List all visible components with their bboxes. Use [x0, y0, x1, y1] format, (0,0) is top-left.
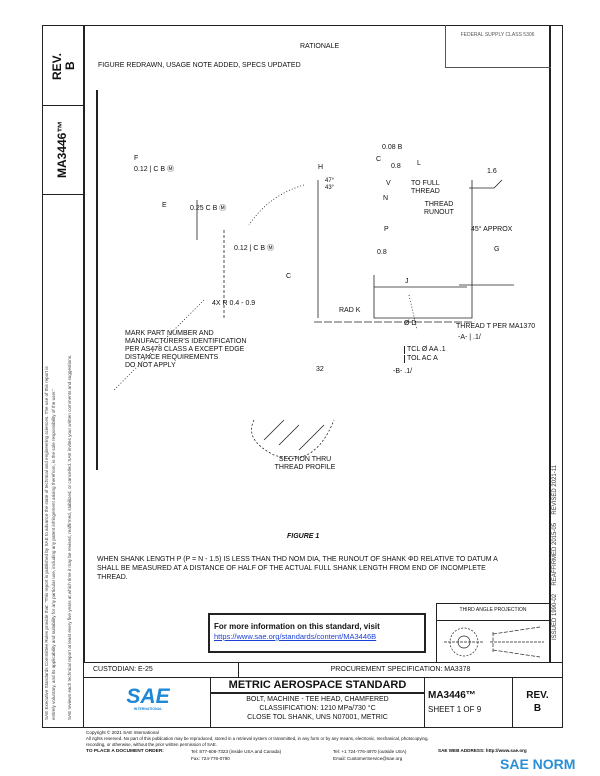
- frame-divider-left: [83, 25, 85, 662]
- label-datum-b: -B- .1/: [393, 368, 413, 375]
- rev-value: B: [533, 703, 542, 714]
- label-tcl-2: TOL AC A: [404, 355, 438, 364]
- sae-norm-watermark: SAE NORM: [500, 756, 576, 772]
- label-thread-t: THREAD T PER MA1370: [456, 323, 536, 330]
- tol-012: 0.12 | C B Ⓜ: [234, 245, 274, 252]
- label-datum-a: -A- | .1/: [458, 334, 481, 341]
- left-rev-value: B: [63, 61, 77, 70]
- leader-mark: [113, 299, 205, 391]
- label-45-approx: 45° APPROX: [471, 226, 513, 233]
- footer-rights-2: recording, or otherwise, without the pri…: [86, 742, 218, 747]
- fsc-box: [445, 25, 551, 68]
- info-link[interactable]: https://www.sae.org/standards/content/MA…: [214, 632, 377, 641]
- left-docnum-box: [42, 105, 84, 195]
- projection-divider: [436, 620, 550, 621]
- section-thread: [251, 419, 335, 459]
- left-doc-number: MA3446™: [55, 120, 69, 178]
- standard-title: METRIC AEROSPACE STANDARD: [228, 679, 407, 691]
- sae-logo-subtext: INTERNATIONAL: [133, 707, 163, 711]
- revision-history: ISSUED 1990-02 REAFFIRMED 2015-05 REVISE…: [552, 465, 558, 640]
- rationale-text: FIGURE REDRAWN, USAGE NOTE ADDED, SPECS …: [98, 62, 301, 69]
- disclaimer-line-2: entirely voluntary, and its applicabilit…: [51, 388, 56, 720]
- footer-fax: Fax: 724-776-0790: [191, 756, 230, 761]
- fsc-text: FEDERAL SUPPLY CLASS 5306: [460, 32, 535, 38]
- doc-number: MA3446™: [428, 690, 476, 701]
- title-divider: [210, 692, 425, 694]
- label-tcl-1: TCL Ø AA .1: [404, 346, 446, 355]
- footer-rights: All rights reserved. No part of this pub…: [86, 736, 429, 741]
- disclaimer-line-3: SAE reviews each technical report at lea…: [67, 354, 72, 720]
- footer-web: SAE WEB ADDRESS: http://www.sae.org: [438, 748, 527, 753]
- label-radius: 4X R 0.4 - 0.9: [212, 300, 256, 307]
- label-v: V: [386, 180, 391, 187]
- arc-angle: [248, 184, 305, 226]
- label-n: N: [383, 195, 389, 202]
- label-c08: 0.8: [391, 163, 401, 170]
- label-c-top: C: [376, 156, 382, 163]
- sae-logo-text: SAE: [126, 685, 170, 708]
- rev-cell: [512, 677, 563, 728]
- label-rad-k: RAD K: [339, 307, 361, 314]
- rev-label: REV.: [526, 690, 549, 701]
- frame-divider-right: [549, 25, 551, 662]
- tol-f: 0.12 | C B Ⓜ: [134, 166, 174, 173]
- description-2: CLASSIFICATION: 1210 MPa/730 °C: [259, 705, 376, 712]
- figure-caption: FIGURE 1: [287, 533, 320, 540]
- label-finish-16: 1.6: [487, 168, 497, 175]
- disclaimer-line-1: SAE Executive Standards Committee Rules …: [44, 366, 49, 720]
- label-c-left: C: [286, 273, 292, 280]
- section-label: SECTION THRU THREAD PROFILE: [274, 456, 336, 472]
- info-box: [208, 613, 426, 653]
- custodian: CUSTODIAN: E-25: [93, 666, 153, 673]
- footer-email: Email: CustomerService@sae.org: [333, 756, 403, 761]
- bolt-drawing: [96, 90, 514, 470]
- info-title: For more information on this standard, v…: [214, 622, 380, 631]
- marking-note: MARK PART NUMBER AND MANUFACTURER'S IDEN…: [125, 330, 247, 370]
- label-finish-32: 32: [316, 366, 324, 373]
- left-rev-label: REV.: [50, 53, 64, 80]
- projection-symbol-icon: [444, 626, 544, 658]
- tol-008: 0.08 B: [382, 144, 403, 151]
- sheet-number: SHEET 1 OF 9: [428, 705, 482, 714]
- label-g: G: [494, 246, 500, 253]
- label-l: L: [417, 160, 421, 167]
- description-3: CLOSE TOL SHANK, UNS N07001, METRIC: [247, 714, 388, 721]
- sae-logo: SAE INTERNATIONAL: [118, 686, 178, 711]
- label-dia-d: Ø D: [404, 320, 417, 327]
- footer-copyright: Copyright © 2021 SAE International: [86, 730, 159, 735]
- label-f: F: [134, 155, 139, 162]
- footer-order: TO PLACE A DOCUMENT ORDER:: [86, 749, 164, 754]
- footer-tel2: Tel: +1 724-776-4970 (outside USA): [333, 749, 407, 754]
- label-to-full-thread: TO FULL THREAD: [411, 180, 440, 196]
- projection-label: THIRD ANGLE PROJECTION: [459, 607, 527, 613]
- procurement: PROCUREMENT SPECIFICATION: MA3378: [330, 666, 471, 673]
- label-p: P: [384, 226, 389, 233]
- shank-profile: [373, 180, 473, 319]
- label-thread-runout: THREAD RUNOUT: [424, 201, 454, 217]
- dim-l: [469, 179, 503, 189]
- docnum-cell: [424, 677, 513, 728]
- footer-tel1: Tel: 877-606-7323 (inside USA and Canada…: [191, 749, 282, 754]
- section-hatch: [263, 419, 325, 451]
- tol-e: 0.25 C B Ⓜ: [190, 205, 227, 212]
- rationale-title: RATIONALE: [300, 43, 340, 50]
- shank-note: WHEN SHANK LENGTH P (P = N - 1.5) IS LES…: [97, 556, 498, 582]
- label-e: E: [162, 202, 167, 209]
- description-1: BOLT, MACHINE - TEE HEAD, CHAMFERED: [246, 696, 389, 703]
- label-h: H: [318, 164, 324, 171]
- label-j: J: [405, 278, 409, 285]
- label-finish-08: 0.8: [377, 249, 387, 256]
- label-angle: 47° 43°: [325, 178, 335, 191]
